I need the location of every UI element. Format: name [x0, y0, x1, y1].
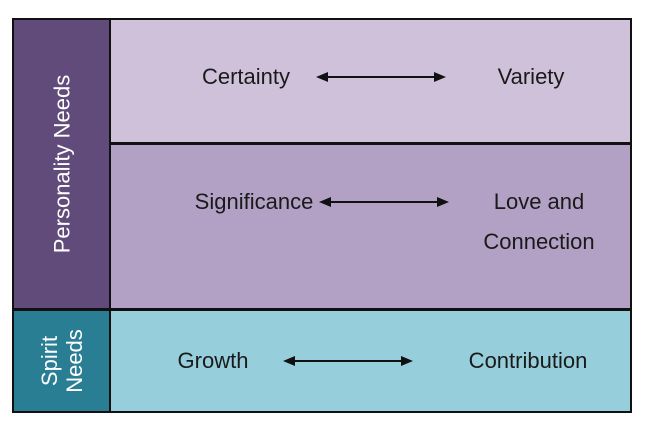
love-and-label: Love and [493, 189, 585, 214]
variety-label: Variety [497, 64, 565, 89]
spirit-needs-label-line1: Spirit [36, 335, 62, 387]
significance-love-row: Significance Love and Connection [111, 145, 630, 308]
certainty-label: Certainty [201, 64, 291, 89]
spirit-needs-header: Spirit Needs [14, 311, 109, 411]
certainty-variety-row: Certainty Variety [111, 20, 630, 142]
growth-contribution-row: Growth Contribution [111, 311, 630, 411]
double-headed-arrow-icon [316, 67, 446, 87]
connection-label: Connection [483, 229, 595, 254]
double-headed-arrow-icon [283, 351, 413, 371]
growth-label: Growth [177, 348, 249, 373]
personality-needs-header: Personality Needs [14, 20, 109, 308]
contribution-label: Contribution [468, 348, 588, 373]
needs-diagram: Personality Needs Spirit Needs Certainty… [12, 18, 632, 413]
significance-label: Significance [194, 189, 314, 214]
spirit-needs-label: Spirit Needs [37, 329, 87, 393]
personality-needs-label: Personality Needs [49, 74, 74, 254]
spirit-needs-label-line2: Needs [61, 329, 87, 393]
double-headed-arrow-icon [319, 192, 449, 212]
